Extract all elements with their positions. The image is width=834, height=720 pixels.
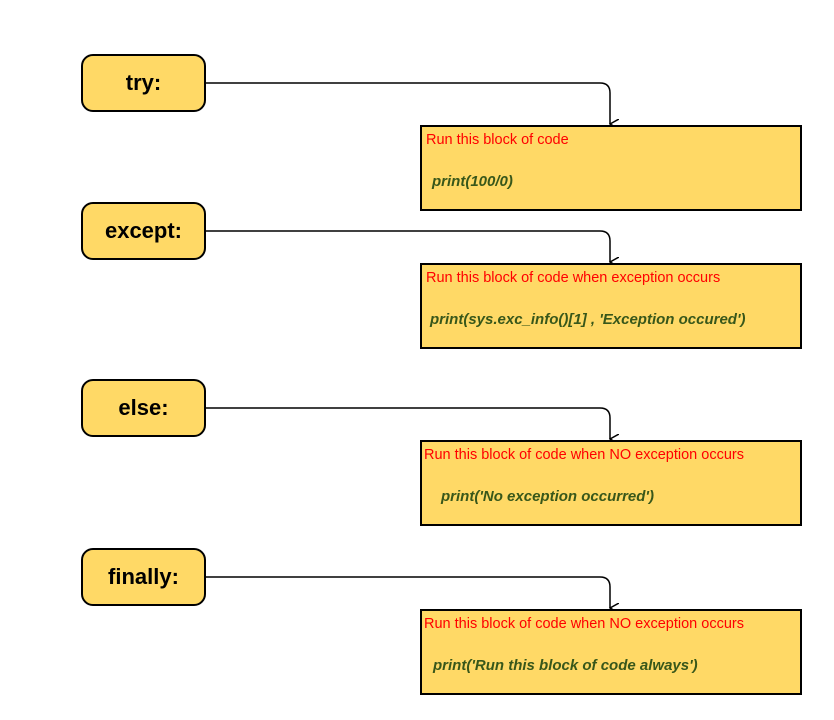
- code-block-else: Run this block of code when NO exception…: [420, 440, 802, 526]
- keyword-box-else: else:: [81, 379, 206, 437]
- block-code-else: print('No exception occurred'): [441, 488, 654, 505]
- block-code-except: print(sys.exc_info()[1] , 'Exception occ…: [430, 311, 746, 328]
- arrow-except-to-block: [206, 230, 610, 262]
- arrow-try-to-block: [206, 82, 610, 124]
- keyword-box-try: try:: [81, 54, 206, 112]
- keyword-box-finally: finally:: [81, 548, 206, 606]
- code-block-try: Run this block of code print(100/0): [420, 125, 802, 211]
- block-description-try: Run this block of code: [426, 132, 569, 148]
- keyword-label-except: except:: [104, 218, 183, 243]
- keyword-box-except: except:: [81, 202, 206, 260]
- keyword-label-else: else:: [118, 395, 169, 420]
- arrow-else-to-block: [206, 407, 610, 439]
- block-code-finally: print('Run this block of code always'): [433, 657, 698, 674]
- arrow-finally-to-block: [206, 576, 610, 608]
- keyword-label-try: try:: [125, 70, 162, 95]
- block-description-except: Run this block of code when exception oc…: [426, 270, 721, 286]
- block-description-finally: Run this block of code when NO exception…: [424, 616, 744, 632]
- code-block-finally: Run this block of code when NO exception…: [420, 609, 802, 695]
- code-block-except: Run this block of code when exception oc…: [420, 263, 802, 349]
- block-code-try: print(100/0): [432, 173, 513, 190]
- block-description-else: Run this block of code when NO exception…: [424, 447, 744, 463]
- keyword-label-finally: finally:: [108, 564, 179, 589]
